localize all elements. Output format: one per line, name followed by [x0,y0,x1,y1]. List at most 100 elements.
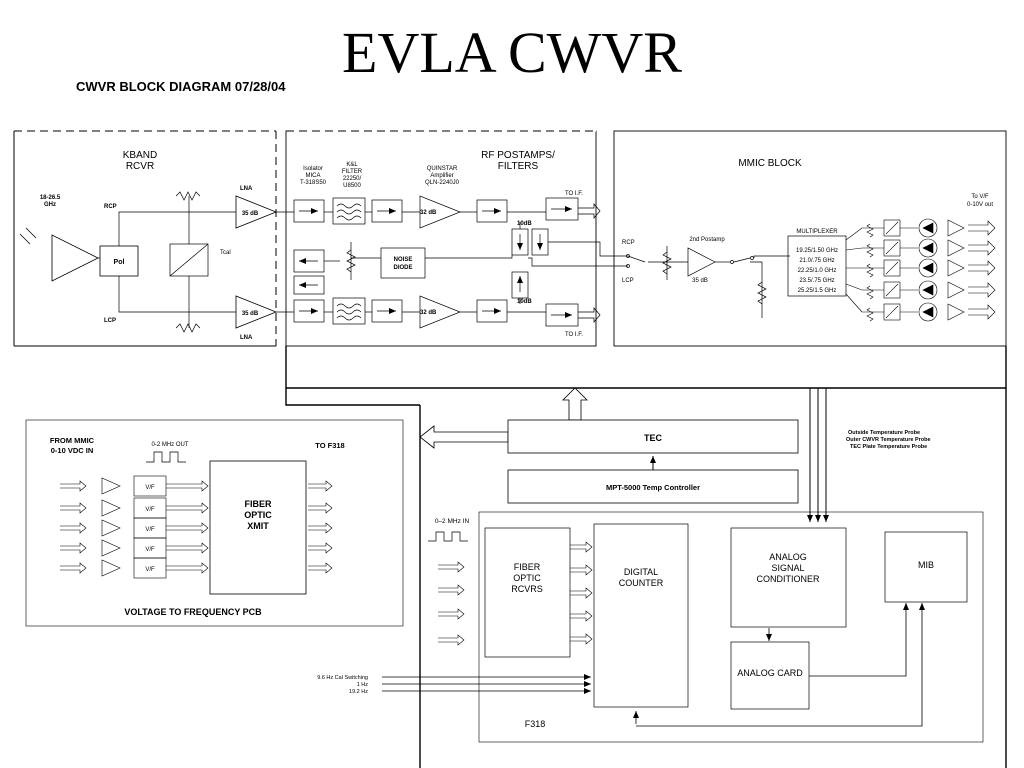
postamp-label: 2nd Postamp [689,237,725,243]
channel-5-freq: 25.25/1.5 GHz [798,288,837,294]
mmic-block-panel [613,130,1007,347]
channel-2-freq: 21.0/.75 GHz [799,258,834,264]
vf-pcb-panel [25,419,404,627]
rf-postamps-panel [285,130,597,347]
mib-box [884,531,968,603]
vf-label-5: V/F [145,567,155,573]
analog-conditioner-2: SIGNAL [771,563,804,573]
tec-box [507,419,799,454]
lna-bottom-label: LNA [240,335,253,341]
input-1hz: 1 Hz [357,682,369,688]
fiber-rcvrs-2: OPTIC [513,573,541,583]
rf-chain-bottom [276,295,601,329]
detector-channels [845,218,996,322]
input-cal-switching: 9.6 Hz Cal Switching [317,675,368,681]
feed-horn-icon [19,227,99,282]
diagram-subtitle: CWVR BLOCK DIAGRAM 07/28/04 [76,79,286,94]
detector-channel-2 [845,238,996,258]
hollow-arrows [419,387,588,449]
vf-from-mmic: FROM MMIC [50,436,95,445]
polarizer-label: Pol [114,259,125,266]
multiplexer-label: MULTIPLEXER [796,229,838,235]
f318-input-arrows [438,561,465,646]
rf-title-1: RF POSTAMPS/ [481,150,555,161]
tec-up-arrow [562,387,588,421]
to-f318-label: TO F318 [315,441,344,450]
f318-input-label: 0–2 MHz IN [435,518,470,525]
to-if-bottom: TO I.F. [565,332,583,338]
mib-label: MIB [918,560,934,570]
enclosure-outline [285,346,1007,768]
mmic-to-analog-bus [807,388,829,522]
probe-label-1: Outside Temperature Probe [848,430,920,436]
analog-card-box [730,641,810,710]
vf-converter-rows: V/F V/F V/F V/F V/F [60,475,333,579]
quinstar-label-2: Amplifier [430,173,453,179]
f318-label: F318 [525,719,546,729]
rf-chain-top [276,195,601,229]
kl-filter-label-1: K&L [346,162,358,168]
kband-rcp-label: RCP [104,204,117,210]
quinstar-bottom-gain: 32 dB [420,310,437,316]
noise-diode-label-1: NOISE [394,257,413,263]
square-wave-icon [146,451,186,463]
lna-top-label: LNA [240,186,253,192]
f318-panel [478,511,984,743]
vf-input-range: 0-10 VDC IN [51,446,94,455]
analog-conditioner-1: ANALOG [769,552,807,562]
page-title: EVLA CWVR [342,20,682,85]
temp-controller-label: MPT-5000 Temp Controller [606,483,700,492]
rcvr-to-counter-arrows [570,541,593,645]
to-vf-label-1: To V/F [971,194,989,200]
kband-wiring [98,191,236,333]
mmic-lcp-label: LCP [622,278,634,284]
to-if-top: TO I.F. [565,191,583,197]
tcal-label: Tcal [220,250,231,256]
lna-top-gain: 35 dB [242,211,259,217]
rf-title-2: FILTERS [498,161,539,172]
vf-pcb-caption: VOLTAGE TO FREQUENCY PCB [124,607,262,617]
analog-signal-conditioner-box [730,527,847,628]
probe-label-2: Outer CWVR Temperature Probe [846,437,931,443]
isolator-label-1: Isolator [303,166,323,172]
isolator-label-2: MICA [306,173,321,179]
quinstar-label-3: QLN-2240J0 [425,180,460,186]
kband-title-2: RCVR [126,161,154,172]
detector-channel-1 [845,218,996,241]
temp-controller-box [507,469,799,504]
mmic-rcp-label: RCP [622,240,635,246]
digital-counter-1: DIGITAL [624,567,658,577]
mmic-wiring [626,235,847,318]
quinstar-top-gain: 32 dB [420,210,437,216]
kband-rcvr-panel [13,130,277,347]
vf-label-1: V/F [145,485,155,491]
digital-counter-box [593,523,689,708]
kband-freq-2: GHz [44,202,56,208]
vf-label-4: V/F [145,547,155,553]
vf-output-label: 0-2 MHz OUT [151,442,188,448]
fiber-rcvrs-3: RCVRS [511,584,543,594]
lna-amplifiers [235,195,278,329]
detector-channel-5 [845,293,996,322]
kl-filter-label-4: U8500 [343,183,361,189]
fiber-optic-rcvrs-box [484,527,571,658]
mmic-title: MMIC BLOCK [738,158,802,169]
kband-lcp-label: LCP [104,318,116,324]
channel-3-freq: 22.25/1.0 GHz [798,268,837,274]
kl-filter-label-3: 22250/ [343,176,362,182]
rf-mid-section [293,222,628,304]
quinstar-label-1: QUINSTAR [427,166,458,172]
f318-wiring [382,603,925,727]
detector-channel-4 [845,280,996,300]
input-19hz: 19.2 Hz [349,689,368,695]
to-vf-label-2: 0-10V out [967,202,993,208]
tec-label: TEC [644,433,663,443]
fiber-xmit-2: OPTIC [244,510,272,520]
analog-conditioner-3: CONDITIONER [757,574,821,584]
isolator-label-3: T-318S50 [300,180,327,186]
fiber-rcvrs-1: FIBER [514,562,541,572]
coupler-top-label: 10dB [517,221,532,227]
channel-4-freq: 23.5/.75 GHz [799,278,834,284]
kl-filter-label-2: FILTER [342,169,363,175]
